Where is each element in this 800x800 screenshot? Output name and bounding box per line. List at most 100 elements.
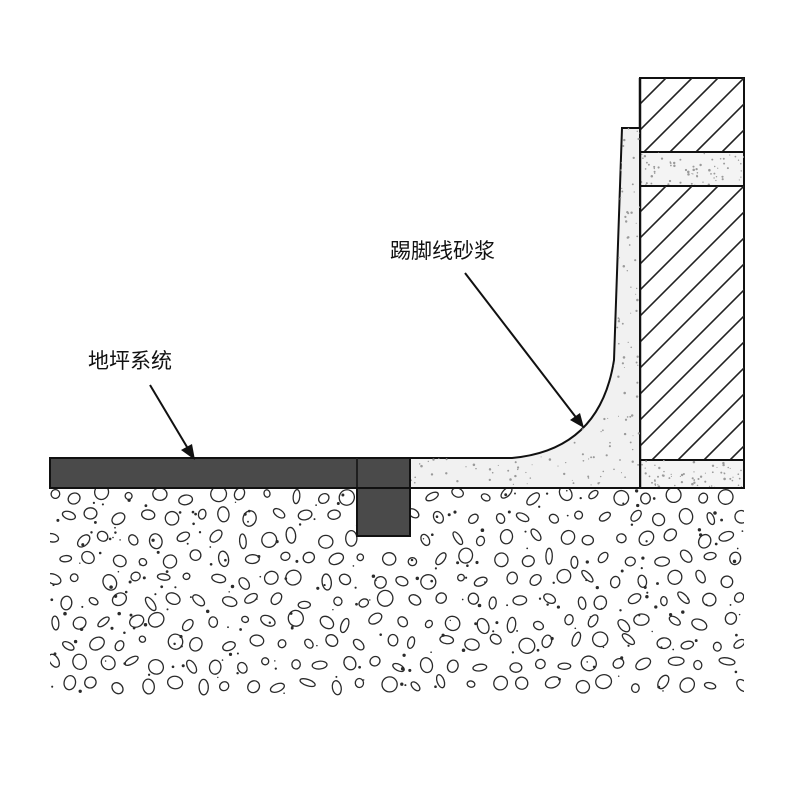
hatch-line (782, 186, 800, 460)
speckle-dot (650, 174, 654, 178)
speckle-dot (738, 179, 740, 181)
pebble (697, 533, 712, 549)
speckle-dot (597, 270, 600, 273)
speckle-dot (518, 388, 521, 390)
speckle-dot (437, 267, 440, 270)
speckle-dot (514, 461, 517, 464)
speckle-dot (595, 147, 598, 150)
speckle-dot (584, 233, 587, 235)
gravel-dot (620, 656, 624, 660)
speckle-dot (592, 249, 595, 252)
speckle-dot (584, 202, 586, 204)
gravel-dot (79, 562, 81, 564)
pebble (407, 556, 418, 567)
gravel-dot (243, 512, 247, 516)
speckle-dot (435, 303, 438, 306)
speckle-dot (617, 342, 620, 345)
speckle-dot (431, 407, 435, 410)
speckle-dot (446, 161, 449, 164)
gravel-dot (154, 593, 157, 596)
speckle-dot (617, 320, 621, 323)
gravel-dot (341, 493, 345, 497)
speckle-dot (475, 350, 478, 352)
speckle-dot (532, 172, 535, 174)
speckle-dot (439, 233, 442, 236)
pebble (368, 612, 383, 625)
speckle-dot (630, 414, 634, 417)
pebble (167, 633, 184, 650)
gravel-dot (117, 611, 121, 616)
speckle-dot (449, 386, 451, 388)
speckle-dot (590, 322, 593, 324)
speckle-dot (570, 328, 574, 331)
pebble (680, 640, 695, 650)
speckle-dot (523, 286, 526, 289)
speckle-dot (611, 282, 613, 284)
speckle-dot (710, 173, 712, 175)
gravel-dot (545, 492, 549, 495)
speckle-dot (623, 367, 625, 368)
speckle-dot (729, 154, 731, 156)
speckle-dot (415, 346, 418, 348)
pebble (718, 657, 736, 666)
speckle-dot (713, 172, 716, 175)
pebble (343, 655, 357, 671)
speckle-dot (643, 154, 647, 158)
pebble (89, 636, 105, 651)
gravel-dot (114, 531, 117, 534)
speckle-dot (452, 277, 455, 280)
pebble (297, 600, 312, 610)
gravel-dot (174, 586, 177, 589)
hatch-line (640, 262, 744, 370)
speckle-dot (552, 158, 555, 160)
speckle-dot (586, 366, 588, 368)
gravel-dot (252, 523, 254, 526)
speckle-dot (697, 477, 700, 481)
hatch-line (640, 340, 744, 448)
speckle-dot (695, 167, 698, 171)
speckle-dot (540, 211, 543, 213)
gravel-dot (79, 627, 84, 631)
pebble (627, 593, 642, 605)
speckle-dot (581, 453, 584, 456)
pebble (493, 675, 509, 691)
speckle-dot (584, 413, 587, 416)
speckle-dot (417, 196, 421, 199)
gravel-dot (602, 646, 605, 649)
speckle-dot (642, 157, 644, 159)
pebble (515, 512, 530, 523)
speckle-dot (545, 255, 548, 258)
gravel-dot (236, 652, 239, 655)
speckle-dot (719, 157, 722, 160)
speckle-dot (613, 468, 615, 471)
pebble (192, 594, 206, 607)
pebble (331, 680, 342, 696)
speckle-dot (622, 356, 626, 359)
skirting-mortar-label: 踢脚线砂浆 (390, 239, 495, 263)
speckle-dot (498, 193, 501, 196)
speckle-dot (490, 363, 493, 366)
speckle-dot (432, 441, 434, 444)
speckle-dot (500, 224, 503, 227)
speckle-dot (563, 255, 566, 258)
pebble (506, 616, 517, 634)
pebble (147, 611, 165, 628)
gravel-dot (316, 644, 318, 647)
pebble (356, 553, 365, 562)
speckle-dot (510, 153, 513, 157)
speckle-dot (444, 381, 447, 384)
speckle-dot (485, 137, 487, 139)
gravel-dot (511, 651, 515, 654)
gravel-dot (123, 631, 126, 634)
speckle-dot (654, 484, 657, 487)
speckle-dot (644, 168, 647, 170)
hatch-line (640, 186, 719, 266)
speckle-dot (459, 169, 462, 172)
pebble (395, 575, 409, 587)
speckle-dot (598, 350, 602, 353)
speckle-dot (410, 308, 412, 311)
gravel-dot (371, 574, 376, 578)
pebble (667, 656, 685, 666)
speckle-dot (621, 190, 624, 193)
speckle-dot (417, 326, 419, 328)
